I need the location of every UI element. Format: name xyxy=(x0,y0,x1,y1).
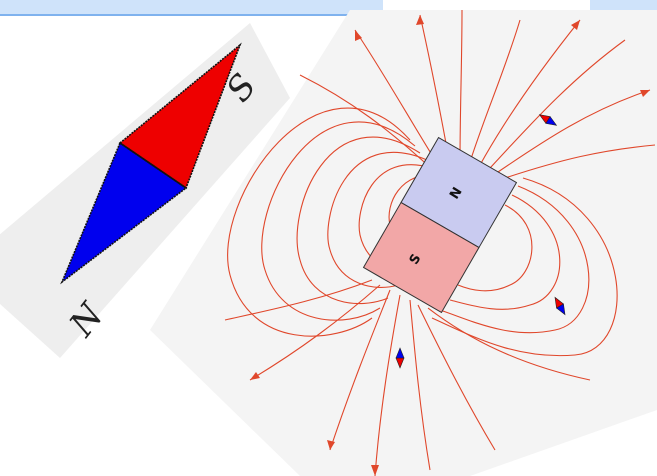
field-line xyxy=(299,74,436,173)
small-compass-needle xyxy=(554,296,566,316)
compass-south-half xyxy=(118,42,242,190)
field-line xyxy=(489,39,626,169)
field-line xyxy=(504,144,656,179)
title-bar-segment xyxy=(0,0,383,16)
arrowhead-icon xyxy=(371,465,379,476)
field-line xyxy=(354,29,441,169)
compass-needle-graphic xyxy=(0,23,290,358)
magnet-divider xyxy=(400,202,480,248)
field-line xyxy=(329,289,391,451)
field-line xyxy=(449,194,561,310)
field-line xyxy=(497,89,651,173)
arrowhead-icon xyxy=(416,15,424,25)
field-line xyxy=(427,307,591,381)
arrowhead-icon xyxy=(640,90,650,97)
bar-magnet xyxy=(362,136,518,314)
compass-divider xyxy=(119,142,187,189)
arrowhead-icon xyxy=(571,20,580,30)
field-line xyxy=(459,9,463,163)
field-line xyxy=(249,284,381,381)
arrowhead-icon xyxy=(250,15,650,476)
field-line xyxy=(327,151,428,288)
field-line xyxy=(439,185,590,334)
field-line xyxy=(469,19,521,163)
arrowhead-icon xyxy=(250,372,260,380)
arrowhead-icon xyxy=(327,440,335,450)
compass-needle-panel: S N xyxy=(0,18,330,358)
arrowhead-icon xyxy=(355,30,362,41)
field-line xyxy=(431,177,618,357)
field-line xyxy=(224,279,373,321)
field-line xyxy=(457,204,533,292)
field-line xyxy=(417,304,496,451)
small-compass-needle xyxy=(538,114,558,126)
field-line xyxy=(261,121,416,321)
field-line xyxy=(374,294,401,476)
field-line xyxy=(409,299,431,471)
field-line xyxy=(479,19,581,166)
small-compass-needle xyxy=(395,347,405,369)
field-line xyxy=(296,136,421,305)
